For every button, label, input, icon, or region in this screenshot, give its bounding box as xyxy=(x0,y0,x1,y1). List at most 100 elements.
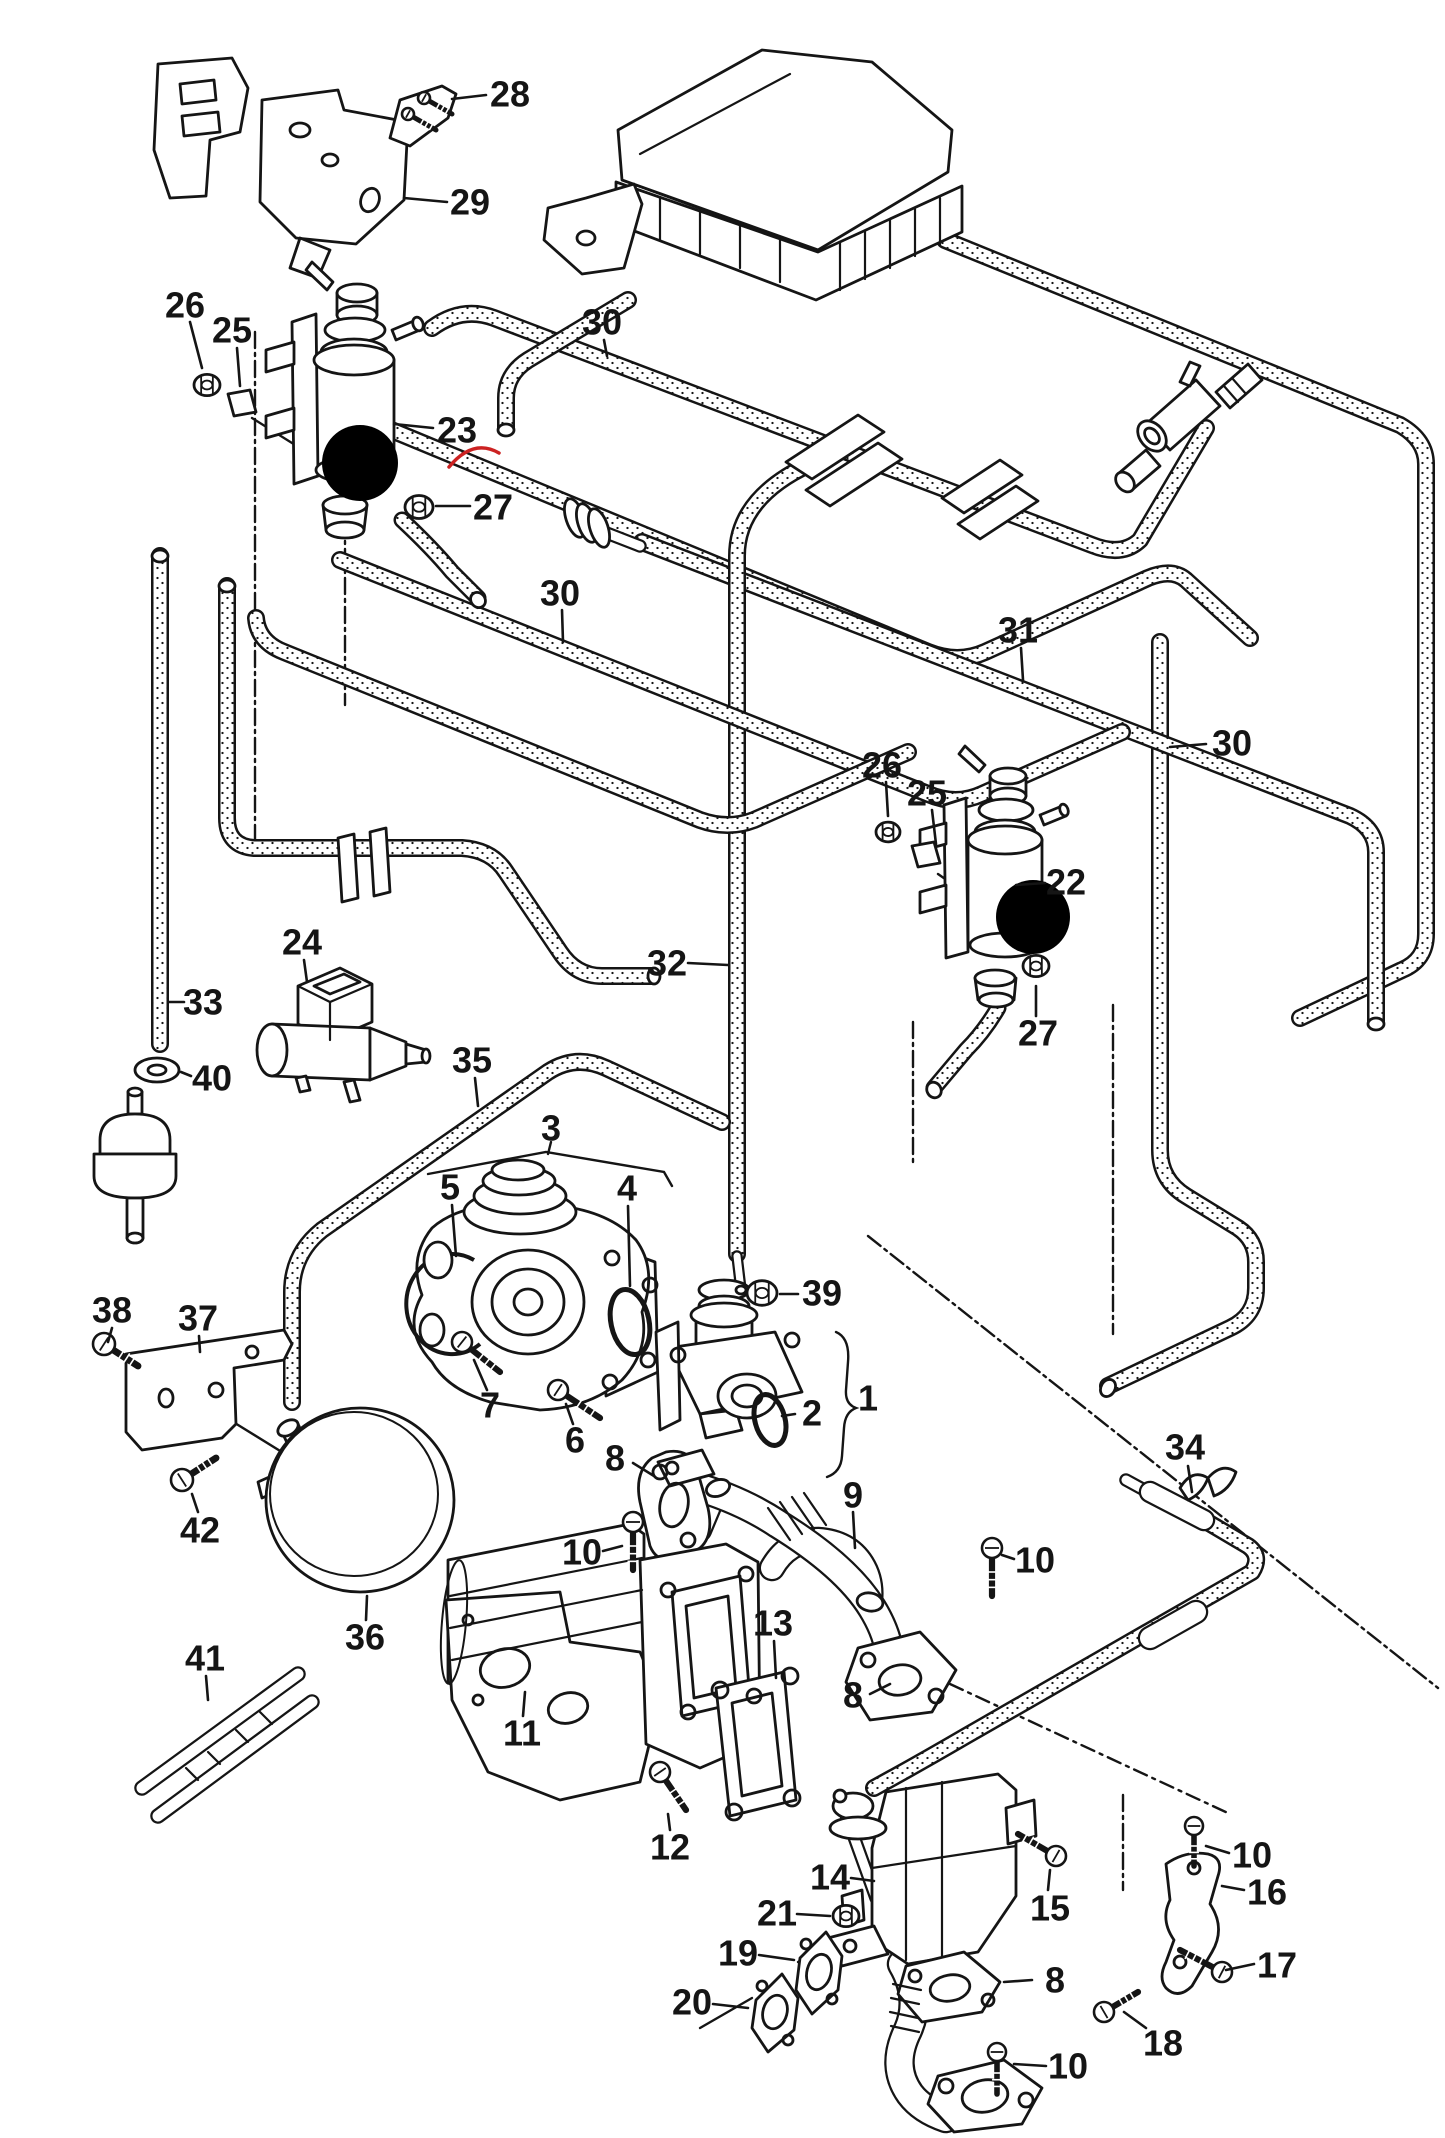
callout-13: 13 xyxy=(753,1603,793,1644)
callout-18: 18 xyxy=(1143,2023,1183,2064)
hose-33-cap xyxy=(150,548,170,564)
callout-16-leader xyxy=(1220,1884,1246,1892)
valve-22-tab-b xyxy=(918,883,948,915)
cooler-elbow-cap xyxy=(855,1591,885,1613)
callout-10-pipe9-leader xyxy=(1000,1553,1016,1561)
callout-36-leader xyxy=(364,1594,369,1622)
screw-7-head-facet xyxy=(456,1335,468,1349)
callout-9-leader xyxy=(851,1510,857,1550)
gasket-8-bottom-hole-b xyxy=(980,1992,996,2008)
air-cleaner-bracket xyxy=(542,182,644,276)
valve-23-tab-a xyxy=(264,340,296,374)
filter-body-lower xyxy=(92,1152,178,1200)
screw-38-thread-0 xyxy=(117,1349,125,1361)
callout-10-bottom-leader xyxy=(1012,2062,1048,2068)
hose-stub-valve23 xyxy=(396,514,484,604)
pipe14-bellows-2 xyxy=(889,1996,921,2006)
hose-32 xyxy=(730,457,817,1261)
valve-23-cap-top xyxy=(335,282,379,304)
group3-bracket xyxy=(426,1150,674,1188)
valve-22-nipple-tip xyxy=(1058,802,1070,818)
callout-4-leader xyxy=(626,1204,632,1288)
egr-valve-plate xyxy=(654,1320,682,1432)
flange-8-hole-b xyxy=(927,1687,945,1705)
pipe9-bellows-3 xyxy=(790,1495,816,1531)
bracket-37-hole-b xyxy=(207,1381,225,1399)
flange-8-oval xyxy=(877,1663,923,1697)
screw-28-a-thread-0 xyxy=(419,118,425,126)
callout-26-right-leader xyxy=(884,780,890,818)
throttle-disc-d xyxy=(490,1158,546,1182)
throttle-bore-c xyxy=(512,1287,544,1317)
dashdot-gasket13 xyxy=(948,1682,1232,1816)
callout-40: 40 xyxy=(192,1058,232,1099)
callout-26-right: 26 xyxy=(862,745,902,786)
callout-10-pipe9: 10 xyxy=(1015,1540,1055,1581)
callout-39: 39 xyxy=(802,1273,842,1314)
grommet-disc-c xyxy=(587,507,611,549)
bolt-15-thread-2 xyxy=(1021,1832,1029,1844)
callout-32-leader xyxy=(686,961,730,967)
egr-flange-ear-b xyxy=(783,1331,801,1349)
callout-34-leader xyxy=(1186,1464,1194,1494)
callout-21: 21 xyxy=(757,1893,797,1934)
pipe-14-flange-hole-b xyxy=(1017,2091,1035,2109)
bolt-18-thread-1 xyxy=(1122,1993,1130,2004)
cooler-rib-1 xyxy=(448,1556,644,1598)
pipe14-bellows-3 xyxy=(888,2010,920,2020)
hose-30-top xyxy=(425,307,1213,557)
nut-26-left-bore xyxy=(200,379,214,391)
pipe14-bellows-1 xyxy=(891,1982,923,1992)
pipe9-bellows-1 xyxy=(766,1506,792,1542)
hose-31-cap xyxy=(1366,1016,1386,1032)
gasket-8-bottom-oval xyxy=(928,1973,972,2003)
gasket-13-ear-a xyxy=(710,1680,730,1700)
gasket-20-hole-b xyxy=(781,2033,795,2047)
redaction-circle-23 xyxy=(322,425,398,501)
hose-35 xyxy=(285,1055,729,1409)
cooler-end-cap xyxy=(439,1559,469,1685)
callout-8-bottom-leader xyxy=(1002,1978,1034,1984)
callout-37-leader xyxy=(197,1334,202,1354)
throttle-ear-a xyxy=(603,1249,621,1267)
check-valve-24-cone xyxy=(368,1026,408,1082)
valve-22-nipple-top xyxy=(957,744,987,774)
bracket-29 xyxy=(258,88,410,246)
callout-8-pipe9-leader xyxy=(868,1682,892,1696)
hose-stub22-cap xyxy=(925,1080,943,1100)
screw-28-b-head-facet xyxy=(421,93,427,103)
check-valve-24-cap xyxy=(255,1022,289,1078)
sensor-washer-inner xyxy=(1143,426,1161,446)
gasket-13-ear-d xyxy=(782,1788,802,1808)
callout-8-bottom: 8 xyxy=(1045,1960,1065,2001)
pipe-14-flange-oval xyxy=(960,2078,1010,2114)
hose-32-tip-cap xyxy=(734,1284,748,1296)
callout-8-pipe9: 8 xyxy=(843,1675,863,1716)
callout-25-left-leader xyxy=(235,346,242,388)
nut-27-left xyxy=(403,494,435,520)
egr-valve-tab xyxy=(698,1408,744,1440)
callout-35-leader xyxy=(473,1076,480,1108)
hose-left-drop xyxy=(220,579,659,983)
nut-26-right xyxy=(874,820,902,844)
sensor-nipple xyxy=(1178,360,1202,388)
callout-27-left: 27 xyxy=(473,487,513,528)
gasket-8-bottom xyxy=(896,1950,1002,2024)
callout-13-leader xyxy=(772,1639,778,1680)
redaction-circle-22 xyxy=(996,880,1070,954)
callout-25-right: 25 xyxy=(907,773,947,814)
callout-42-leader xyxy=(190,1492,200,1514)
air-lid-crease xyxy=(638,72,792,156)
bolt-18-head-facet xyxy=(1099,2005,1109,2019)
egr-14-ear xyxy=(1004,1798,1038,1846)
rod41-tick-1 xyxy=(206,1750,222,1766)
callout-12-leader xyxy=(666,1812,672,1832)
bolt-12-head-facet xyxy=(653,1767,667,1777)
clamp-28 xyxy=(388,84,458,148)
bolt-42-thread-0 xyxy=(195,1463,203,1475)
pipe-9 xyxy=(681,1473,903,1671)
bolt-12-thread-1 xyxy=(672,1793,683,1801)
egr-valve-disc xyxy=(689,1301,759,1329)
sensor-cone-cap xyxy=(1114,470,1136,494)
